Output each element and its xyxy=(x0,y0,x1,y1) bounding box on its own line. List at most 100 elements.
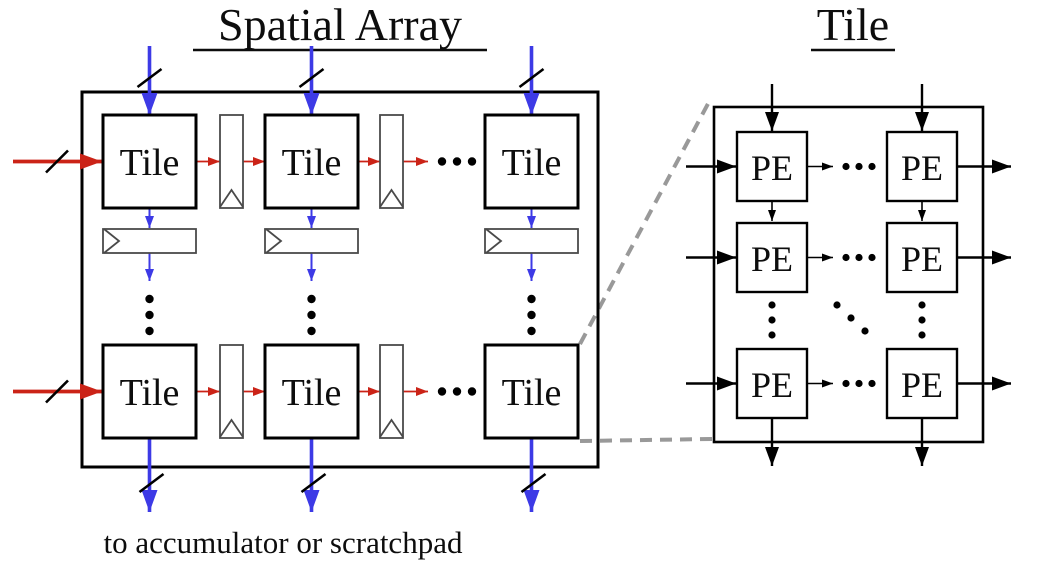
tile-rect xyxy=(263,343,360,440)
tile-detail-boundary xyxy=(712,105,985,444)
register-body xyxy=(379,344,404,439)
pe-rect xyxy=(885,347,959,420)
tile-box-r1c2: Tile xyxy=(263,113,360,210)
pipeline-register-vertical-r1b xyxy=(379,114,404,209)
tile-label: Tile xyxy=(502,372,562,414)
column-ellipsis-dots-c3 xyxy=(527,294,536,336)
row-ellipsis-dots-r2 xyxy=(437,387,477,396)
pe-box-r2c2: PE xyxy=(885,221,959,294)
bus-width-slash-icon xyxy=(45,149,69,174)
pe-column-ellipsis-dots-c1 xyxy=(768,301,776,339)
row-input-arrow-1 xyxy=(13,149,102,174)
pe-row-ellipsis-dots-r1 xyxy=(842,162,876,171)
pe-row-input-arrows xyxy=(686,159,736,391)
tile-rect xyxy=(483,343,580,440)
pe-label: PE xyxy=(901,239,943,279)
tile-label: Tile xyxy=(120,372,180,414)
pe-diagonal-ellipsis-dots xyxy=(833,301,869,335)
tile-box-r2c2: Tile xyxy=(263,343,360,440)
bus-width-slash-icon xyxy=(298,67,325,89)
pipeline-register-horizontal-c3 xyxy=(484,228,579,254)
register-body xyxy=(264,228,359,254)
clock-chevron-icon xyxy=(379,188,404,208)
clock-chevron-icon xyxy=(219,418,244,438)
pe-label: PE xyxy=(901,365,943,405)
pe-rect xyxy=(735,347,809,420)
tile-label: Tile xyxy=(502,142,562,184)
register-body xyxy=(102,228,197,254)
callout-dash-top xyxy=(578,99,712,345)
pipeline-register-horizontal-c1 xyxy=(102,228,197,254)
pipeline-register-vertical-r1a xyxy=(219,114,244,209)
pe-label: PE xyxy=(751,148,793,188)
tile-detail-panel: Tile xyxy=(686,0,1011,466)
pe-box-r2c1: PE xyxy=(735,221,809,294)
pe-box-r1c1: PE xyxy=(735,130,809,203)
clock-chevron-icon xyxy=(485,228,503,254)
tile-label: Tile xyxy=(120,142,180,184)
pe-internal-links xyxy=(768,162,926,388)
pe-box-r3c2: PE xyxy=(885,347,959,420)
zoom-callout-lines xyxy=(578,99,713,443)
row-input-arrow-2 xyxy=(13,379,102,404)
pe-column-ellipsis-dots-c2 xyxy=(918,301,926,339)
tile-rect xyxy=(101,113,198,210)
column-ellipsis-dots-c1 xyxy=(145,294,154,336)
clock-chevron-icon xyxy=(379,418,404,438)
bus-width-slash-icon xyxy=(45,379,69,404)
pipeline-register-vertical-r2a xyxy=(219,344,244,439)
column-output-arrow-2 xyxy=(300,438,327,512)
pe-box-r1c2: PE xyxy=(885,130,959,203)
tile-box-r1c3: Tile xyxy=(483,113,580,210)
spatial-array-boundary xyxy=(80,90,600,469)
pe-rect xyxy=(885,221,959,294)
pipeline-register-vertical-r2b xyxy=(379,344,404,439)
pe-rect xyxy=(735,221,809,294)
bus-width-slash-icon xyxy=(300,472,327,494)
row-ellipsis-dots-r1 xyxy=(437,157,477,166)
spatial-array-title: Spatial Array xyxy=(218,0,462,50)
clock-chevron-icon xyxy=(219,188,244,208)
bus-width-slash-icon xyxy=(138,472,165,494)
column-output-arrow-1 xyxy=(138,438,165,512)
spatial-array-panel: Spatial Array xyxy=(13,0,600,560)
register-body xyxy=(484,228,579,254)
output-destination-label: to accumulator or scratchpad xyxy=(104,525,463,560)
column-input-arrow-3 xyxy=(518,46,545,115)
pe-column-output-arrows xyxy=(765,418,929,466)
register-body xyxy=(379,114,404,209)
register-body xyxy=(219,344,244,439)
column-input-arrow-1 xyxy=(136,46,163,115)
pe-rect xyxy=(735,130,809,203)
clock-chevron-icon xyxy=(103,228,121,254)
pe-label: PE xyxy=(751,365,793,405)
column-input-arrow-2 xyxy=(298,46,325,115)
pe-label: PE xyxy=(751,239,793,279)
tile-box-r2c3: Tile xyxy=(483,343,580,440)
tile-label: Tile xyxy=(282,372,342,414)
tile-label: Tile xyxy=(282,142,342,184)
tile-rect xyxy=(101,343,198,440)
bus-width-slash-icon xyxy=(518,67,545,89)
tile-rect xyxy=(483,113,580,210)
pe-box-r3c1: PE xyxy=(735,347,809,420)
pe-row-ellipsis-dots-r2 xyxy=(842,253,876,262)
tile-box-r2c1: Tile xyxy=(101,343,198,440)
tile-detail-title: Tile xyxy=(817,0,889,50)
bus-width-slash-icon xyxy=(136,67,163,89)
pipeline-register-horizontal-c2 xyxy=(264,228,359,254)
pe-label: PE xyxy=(901,148,943,188)
pe-rect xyxy=(885,130,959,203)
bus-width-slash-icon xyxy=(520,472,547,494)
tile-rect xyxy=(263,113,360,210)
callout-dash-bottom xyxy=(579,437,713,443)
tile-box-r1c1: Tile xyxy=(101,113,198,210)
pe-row-output-arrows xyxy=(957,159,1011,391)
column-ellipsis-dots-c2 xyxy=(307,294,316,336)
column-output-arrow-3 xyxy=(520,438,547,512)
register-body xyxy=(219,114,244,209)
row1-vertical-links xyxy=(145,208,536,281)
pe-column-input-arrows xyxy=(765,84,929,131)
clock-chevron-icon xyxy=(265,228,283,254)
